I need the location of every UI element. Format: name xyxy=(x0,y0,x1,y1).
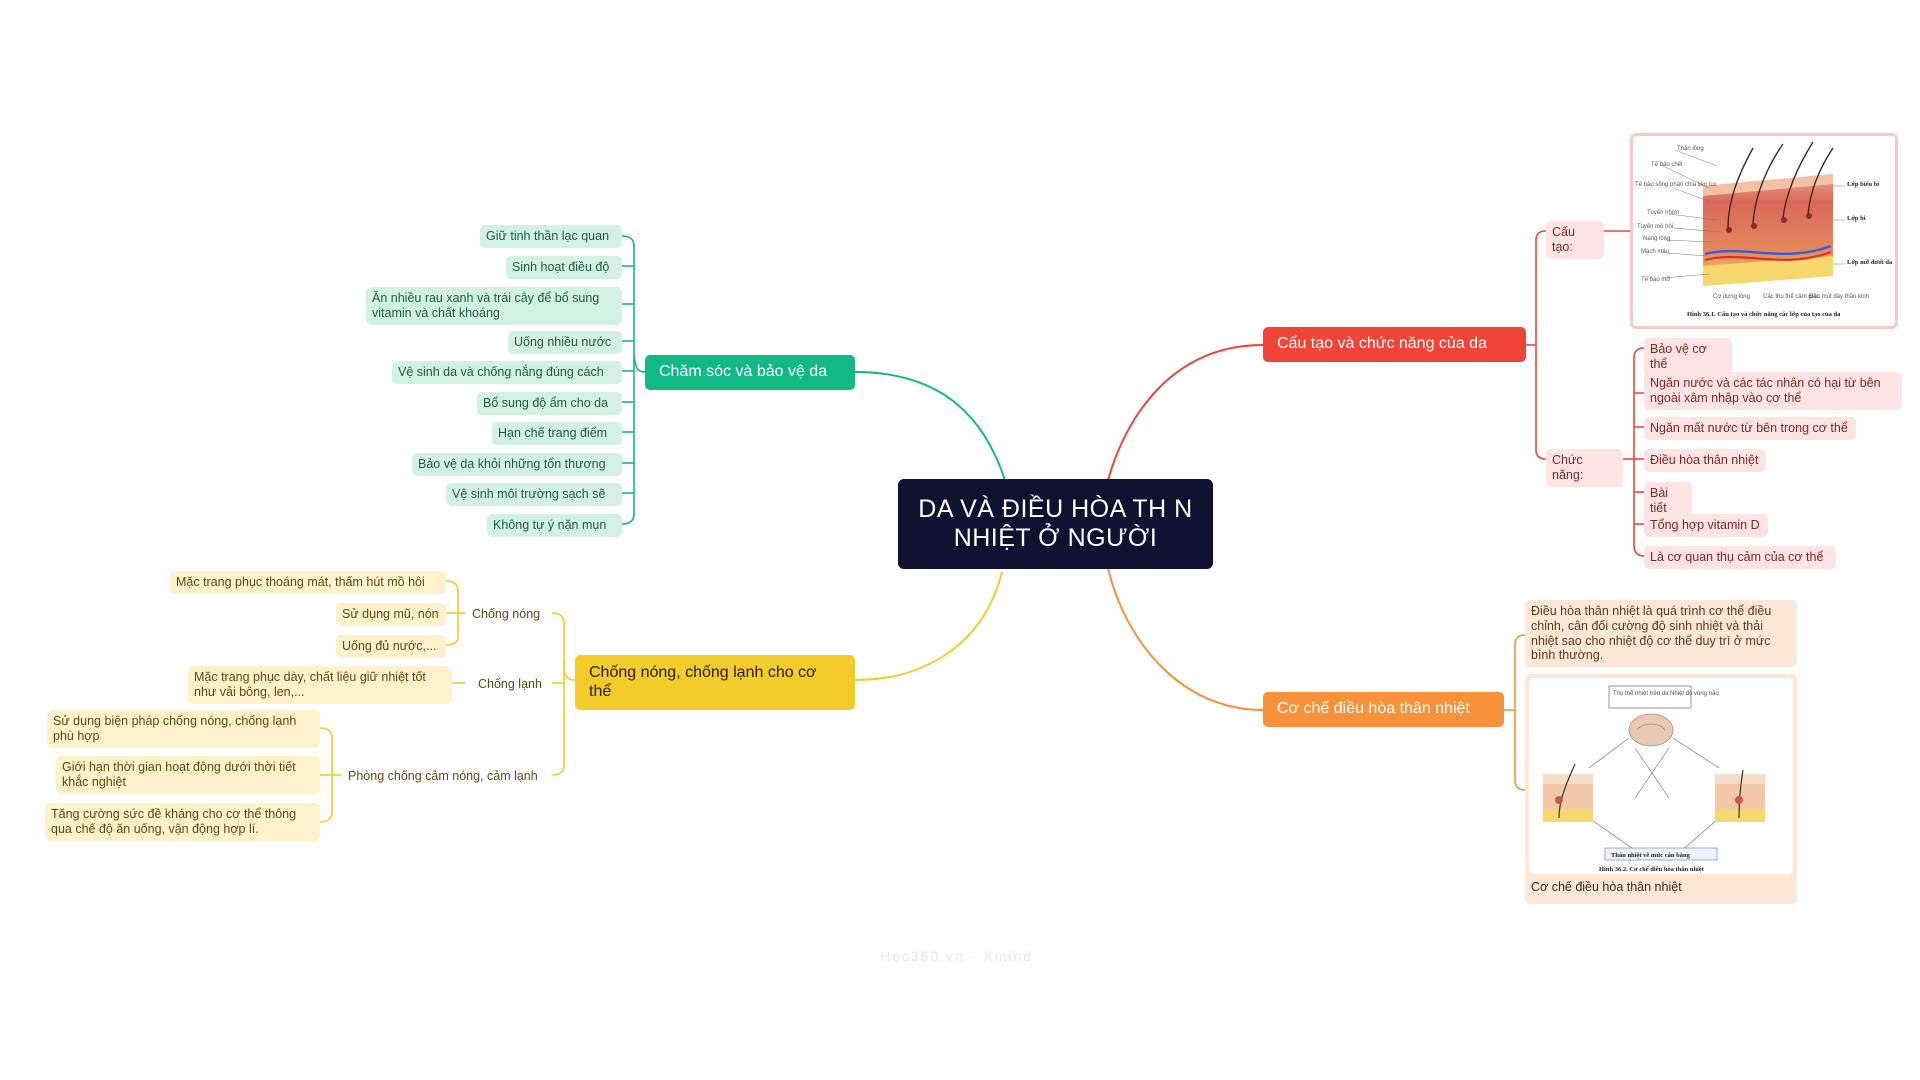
sub-prevention[interactable]: Phòng chống cảm nóng, cảm lạnh xyxy=(348,769,538,783)
branch-thermo-mechanism-label: Cơ chế điều hòa thân nhiệt xyxy=(1277,700,1470,718)
hot-item-hat[interactable]: Sử dụng mũ, nón xyxy=(336,603,446,626)
branch-thermo-mechanism[interactable]: Cơ chế điều hòa thân nhiệt xyxy=(1263,692,1504,727)
thermo-balance-label: Thân nhiệt về mức cân bằng xyxy=(1611,852,1691,859)
thermo-image-caption: Cơ chế điều hòa thân nhiệt xyxy=(1531,880,1682,894)
branch-skin-care[interactable]: Chăm sóc và bảo vệ da xyxy=(645,355,855,390)
thermo-mechanism-image[interactable]: Thụ thể nhiệt trên da Nhiệt độ vùng não xyxy=(1525,674,1797,904)
sub-function[interactable]: Chức năng: xyxy=(1546,449,1623,487)
prevent-item-time-limit[interactable]: Giới hạn thời gian hoạt động dưới thời t… xyxy=(56,756,320,794)
branch-heat-cold-label: Chống nóng, chống lạnh cho cơ thể xyxy=(589,663,817,700)
function-barrier[interactable]: Ngăn nước và các tác nhân có hại từ bên … xyxy=(1644,372,1902,410)
label-dermis: Lớp bì xyxy=(1847,215,1866,222)
thermo-diagram-illustration: Thụ thể nhiệt trên da Nhiệt độ vùng não xyxy=(1543,685,1765,873)
hot-item-water[interactable]: Uống đủ nước,... xyxy=(336,635,446,658)
label-subcutaneous: Lớp mỡ dưới da xyxy=(1847,259,1893,266)
thermo-top-label: Thụ thể nhiệt trên da Nhiệt độ vùng não xyxy=(1613,690,1719,697)
root-topic[interactable]: DA VÀ ĐIỀU HÒA TH N NHIỆT Ở NGƯỜI xyxy=(898,479,1213,569)
function-excretion[interactable]: Bài tiết xyxy=(1644,482,1692,520)
care-item-makeup[interactable]: Hạn chế trang điểm xyxy=(492,422,622,445)
care-item-routine[interactable]: Sinh hoạt điều độ xyxy=(506,256,622,279)
root-title: DA VÀ ĐIỀU HÒA TH N NHIỆT Ở NGƯỜI xyxy=(918,494,1193,553)
care-item-vegetables[interactable]: Ăn nhiều rau xanh và trái cây để bổ sung… xyxy=(366,287,622,325)
label-fat-cells: Tế bào mỡ xyxy=(1641,277,1670,283)
branch-structure-function[interactable]: Cấu tạo và chức năng của da xyxy=(1263,327,1526,362)
label-arrector-muscle: Cơ dựng lông xyxy=(1713,294,1750,300)
label-dead-cells: Tế bào chết xyxy=(1651,162,1683,168)
function-vitamin-d[interactable]: Tổng hợp vitamin D xyxy=(1644,514,1768,537)
sub-anti-heat[interactable]: Chống nóng xyxy=(472,607,541,621)
label-epidermis: Lớp biểu bì xyxy=(1847,181,1879,188)
function-retain-water[interactable]: Ngăn mất nước từ bên trong cơ thể xyxy=(1644,417,1856,440)
branch-skin-care-label: Chăm sóc và bảo vệ da xyxy=(659,363,828,381)
skin-layers-illustration: Thân lông Tế bào chết Tế bào sống phân c… xyxy=(1635,141,1893,318)
care-item-optimism[interactable]: Giữ tinh thần lạc quan xyxy=(480,225,622,248)
cold-item-clothing[interactable]: Mặc trang phục dày, chất liệu giữ nhiệt … xyxy=(188,666,452,704)
prevent-item-measures[interactable]: Sử dụng biện pháp chống nóng, chống lạnh… xyxy=(47,710,320,748)
label-receptors: Các thụ thể cảm giác xyxy=(1763,293,1819,300)
skin-structure-image[interactable]: Thân lông Tế bào chết Tế bào sống phân c… xyxy=(1630,133,1898,329)
label-sweat-gland: Tuyến mồ hôi xyxy=(1637,224,1673,230)
label-hair-follicle: Nang lông xyxy=(1643,236,1670,242)
branch-heat-cold[interactable]: Chống nóng, chống lạnh cho cơ thể xyxy=(575,655,855,710)
function-thermoregulation[interactable]: Điều hòa thân nhiệt xyxy=(1644,449,1766,472)
care-item-protect[interactable]: Bảo vệ da khỏi những tổn thương xyxy=(412,453,622,476)
sub-structure[interactable]: Cấu tạo: xyxy=(1546,221,1604,259)
thermo-definition[interactable]: Điều hòa thân nhiệt là quá trình cơ thể … xyxy=(1525,600,1797,667)
function-protect[interactable]: Bảo vệ cơ thể xyxy=(1644,338,1732,376)
watermark-text: Hoc360.vn · Xmind xyxy=(880,948,1034,964)
care-item-moisture[interactable]: Bổ sung độ ẩm cho da xyxy=(477,392,622,415)
branch-structure-function-label: Cấu tạo và chức năng của da xyxy=(1277,335,1487,353)
label-sebaceous: Tuyến nhờn xyxy=(1647,210,1679,216)
sub-anti-cold[interactable]: Chống lạnh xyxy=(478,677,542,691)
thermo-diagram-frame: Thụ thể nhiệt trên da Nhiệt độ vùng não xyxy=(1529,678,1793,874)
hot-item-clothing[interactable]: Mặc trang phục thoáng mát, thấm hút mồ h… xyxy=(170,571,446,594)
function-receptor[interactable]: Là cơ quan thụ cảm của cơ thể xyxy=(1644,546,1836,569)
label-blood-vessel: Mạch máu xyxy=(1641,249,1669,255)
care-item-sunscreen[interactable]: Vệ sinh da và chống nắng đúng cách xyxy=(392,361,622,384)
label-hair-shaft: Thân lông xyxy=(1677,146,1704,152)
prevent-item-resistance[interactable]: Tăng cường sức đề kháng cho cơ thể thông… xyxy=(45,803,320,841)
label-living-cells: Tế bào sống phân chia liên tục xyxy=(1635,182,1717,188)
label-nerve-endings: Đầu mút dây thần kinh xyxy=(1809,294,1869,300)
care-item-water[interactable]: Uống nhiều nước xyxy=(508,331,622,354)
figure-36-1-caption: Hình 36.1. Cấu tạo và chức năng các lớp … xyxy=(1687,311,1841,318)
figure-36-2-caption: Hình 36.2. Cơ chế điều hòa thân nhiệt xyxy=(1599,866,1705,873)
care-item-acne[interactable]: Không tự ý nặn mụn xyxy=(487,514,622,537)
care-item-environment[interactable]: Vệ sinh môi trường sạch sẽ xyxy=(446,483,622,506)
